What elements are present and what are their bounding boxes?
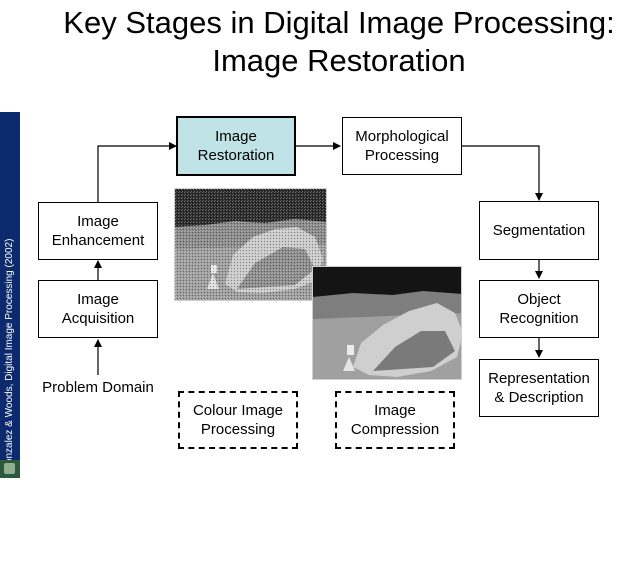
- representation-description-label: Representation & Description: [488, 370, 590, 406]
- morphological-processing-box: Morphological Processing: [342, 117, 462, 175]
- image-enhancement-box: Image Enhancement: [38, 202, 158, 260]
- flow-connectors: [94, 142, 543, 375]
- image-acquisition-label: Image Acquisition: [61, 291, 135, 327]
- image-acquisition-box: Image Acquisition: [38, 280, 158, 338]
- colour-image-processing-label: Colour Image Processing: [192, 402, 284, 438]
- image-compression-label: Image Compression: [350, 402, 440, 438]
- colour-image-processing-box: Colour Image Processing: [178, 391, 298, 449]
- arrow-enhancement-restoration: [97, 142, 177, 202]
- object-recognition-box: Object Recognition: [479, 280, 599, 338]
- arrow-morphological-segmentation: [462, 145, 543, 201]
- image-enhancement-label: Image Enhancement: [51, 213, 145, 249]
- slide-title: Key Stages in Digital Image Processing: …: [63, 5, 615, 78]
- object-recognition-label: Object Recognition: [499, 291, 579, 327]
- morphological-processing-label: Morphological Processing: [355, 128, 449, 164]
- logo-icon: [0, 460, 20, 478]
- restored-moon-image: [312, 266, 462, 380]
- image-compression-box: Image Compression: [335, 391, 455, 449]
- image-restoration-box: Image Restoration: [176, 116, 296, 176]
- representation-description-box: Representation & Description: [479, 359, 599, 417]
- image-restoration-label: Image Restoration: [197, 128, 275, 164]
- segmentation-box: Segmentation: [479, 201, 599, 260]
- problem-domain-label: Problem Domain: [42, 379, 154, 396]
- degraded-moon-image: [174, 188, 327, 301]
- segmentation-label: Segmentation: [492, 222, 586, 239]
- sidebar-bar: Images taken from Gonzalez & Woods, Digi…: [0, 112, 20, 557]
